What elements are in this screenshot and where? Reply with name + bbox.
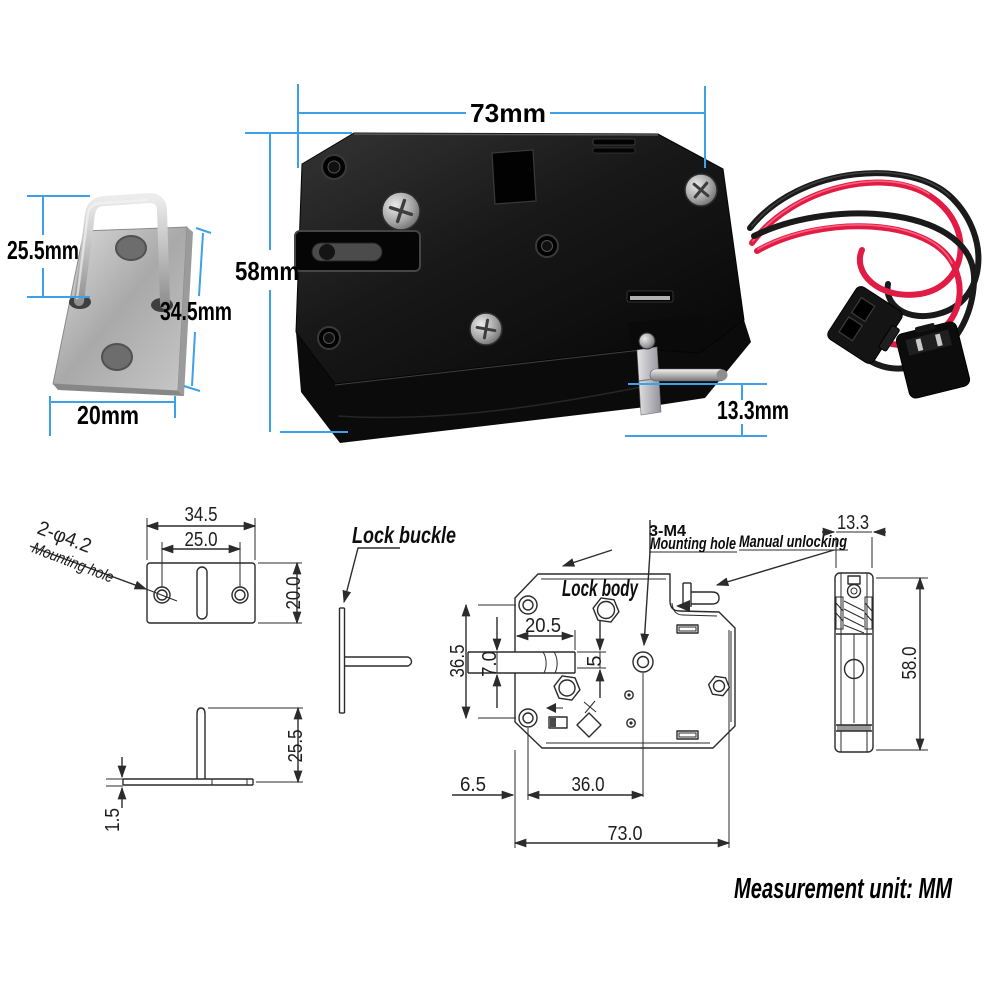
latch-window [294, 230, 421, 272]
buckle-loop [74, 192, 170, 309]
buckle-hole-spacing-dim: 25.0 [185, 529, 218, 551]
wires-and-connectors [747, 170, 982, 399]
vent-slot [592, 138, 636, 146]
plate-hole [115, 235, 147, 261]
lock-buckle-label: Lock buckle [352, 522, 456, 548]
side-width-dim: 13.3 [837, 512, 869, 534]
edge-offset-dim: 6.5 [460, 774, 486, 796]
lock-body-label: Lock body [562, 575, 639, 601]
latch-tip-dim: 5 [584, 655, 606, 666]
screw-callout-note: Mounting hole [650, 534, 736, 553]
buckle-plate-width-dim-label: 20mm [77, 400, 139, 430]
hole-pitch-horizontal-dim: 36.0 [572, 774, 605, 796]
buckle-plate-thickness-dim: 1.5 [102, 808, 124, 832]
body-width-dim-label: 73mm [470, 98, 546, 128]
drawing-body-front-view: Lock body 20.5 7.0 5 36.5 6.5 36.0 73.0 … [447, 520, 848, 848]
center-slot [491, 149, 537, 205]
buckle-loop-height-dim-label: 25.5mm [7, 235, 79, 265]
vent-slot [592, 147, 636, 154]
plate-hole [101, 343, 133, 371]
buckle-depth-dim: 20.0 [283, 577, 305, 610]
measurement-unit-note: Measurement unit: MM [734, 873, 953, 905]
drawing-body-side-view: 13.3 58.0 [822, 512, 928, 753]
screw-callout: 3-M4 [649, 523, 686, 540]
lock-buckle-photo [52, 192, 193, 396]
lock-body-photo [294, 132, 751, 443]
wire-connector-male [895, 321, 971, 399]
latch-reach-dim: 20.5 [525, 615, 561, 637]
side-height-dim: 58.0 [899, 647, 921, 680]
body-width-dim: 73.0 [608, 823, 643, 845]
hex-nut [592, 597, 620, 623]
phillips-screw [381, 173, 718, 346]
slide-direction-arrow [676, 600, 690, 612]
buckle-plate-length-dim-label: 34.5mm [160, 296, 232, 326]
buckle-post-height-dim: 25.5 [285, 730, 307, 763]
buckle-width-dim: 34.5 [185, 504, 218, 526]
photo-dimension-labels: 73mm 58mm 25.5mm 34.5mm 20mm 13.3mm [7, 98, 789, 430]
body-height-dim-label: 58mm [235, 256, 299, 286]
side-band [837, 725, 871, 731]
manual-unlock-pin [628, 315, 728, 416]
wire-connector-female [827, 286, 903, 364]
drawing-buckle-profile-view: 25.5 1.5 [102, 706, 307, 832]
hole-pitch-vertical-dim: 36.5 [447, 645, 469, 678]
latch-width-dim: 7.0 [479, 651, 501, 677]
photo-dimension-lines [27, 84, 767, 437]
latch-stroke-dim-label: 13.3mm [717, 395, 789, 425]
manual-unlocking-callout: Manual unlocking [739, 532, 847, 551]
hex-nut [553, 675, 581, 701]
threaded-hole [317, 154, 559, 350]
drawing-buckle-side-view: Lock buckle [338, 522, 456, 714]
hex-nut [707, 675, 731, 697]
